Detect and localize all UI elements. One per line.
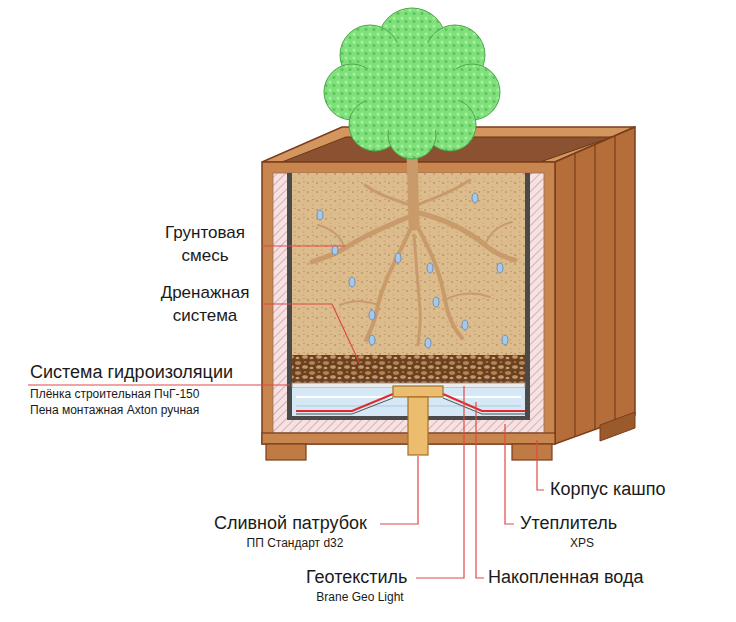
part-label: Дренажная система xyxy=(149,281,261,327)
root xyxy=(366,225,412,340)
leader-line xyxy=(476,402,484,578)
box-foot xyxy=(266,444,306,460)
film-line xyxy=(443,398,525,414)
leader-line xyxy=(537,440,544,490)
plank-gap xyxy=(574,153,575,437)
part-label: Накопленная вода xyxy=(488,566,644,589)
film-line xyxy=(296,394,393,411)
water-drop xyxy=(462,320,468,330)
leader-line xyxy=(262,304,360,364)
part-label: Утеплитель xyxy=(520,512,617,535)
plant-roots xyxy=(312,150,515,345)
root xyxy=(417,180,470,205)
water-drops xyxy=(317,193,508,348)
root xyxy=(414,235,420,345)
leader-lines xyxy=(28,246,544,578)
film-line xyxy=(443,394,525,411)
water-drop xyxy=(395,253,401,263)
water-drop xyxy=(502,335,508,345)
material-note: XPS xyxy=(547,536,617,551)
box-foot xyxy=(600,412,635,441)
tree-canopy xyxy=(324,8,500,159)
drain-flange xyxy=(393,386,443,397)
root xyxy=(312,215,413,262)
box-side-face xyxy=(555,127,635,444)
part-label: Корпус кашпо xyxy=(550,478,666,501)
root xyxy=(415,222,462,338)
leader-line xyxy=(505,424,514,524)
root xyxy=(445,294,490,300)
box-foot xyxy=(512,444,552,460)
drain-pipe xyxy=(408,397,428,455)
water-drop xyxy=(433,297,439,307)
plank-gap xyxy=(594,144,595,430)
water-drop xyxy=(425,338,431,348)
leader-line xyxy=(28,384,290,385)
root xyxy=(485,222,512,245)
part-label: Геотекстиль xyxy=(306,566,407,589)
water-drop xyxy=(497,263,503,273)
leader-line xyxy=(416,386,464,578)
gravel-layer xyxy=(292,355,525,383)
material-note: Плёнка строительная ПчГ-150 xyxy=(30,387,199,402)
root xyxy=(340,301,378,305)
water-drop xyxy=(369,335,375,345)
water-drop xyxy=(427,263,433,273)
root xyxy=(318,225,345,248)
part-label: Сливной патрубок xyxy=(214,512,367,535)
plank-gap xyxy=(614,136,615,422)
material-note: ПП Стандарт d32 xyxy=(220,536,370,551)
part-label: Система гидроизоляции xyxy=(30,361,233,384)
canopy-core xyxy=(364,40,460,136)
film-line xyxy=(296,398,393,414)
leader-line xyxy=(262,245,345,246)
water-drop xyxy=(349,277,355,287)
leader-line xyxy=(380,456,418,524)
part-label: Грунтовая смесь xyxy=(149,221,261,267)
root xyxy=(365,185,410,205)
water-drop xyxy=(317,210,323,220)
water-drop xyxy=(472,193,478,203)
water-drop xyxy=(369,310,375,320)
material-note: Пена монтажная Axton ручная xyxy=(30,403,199,418)
root xyxy=(416,212,515,260)
material-note: Brane Geo Light xyxy=(295,590,425,605)
